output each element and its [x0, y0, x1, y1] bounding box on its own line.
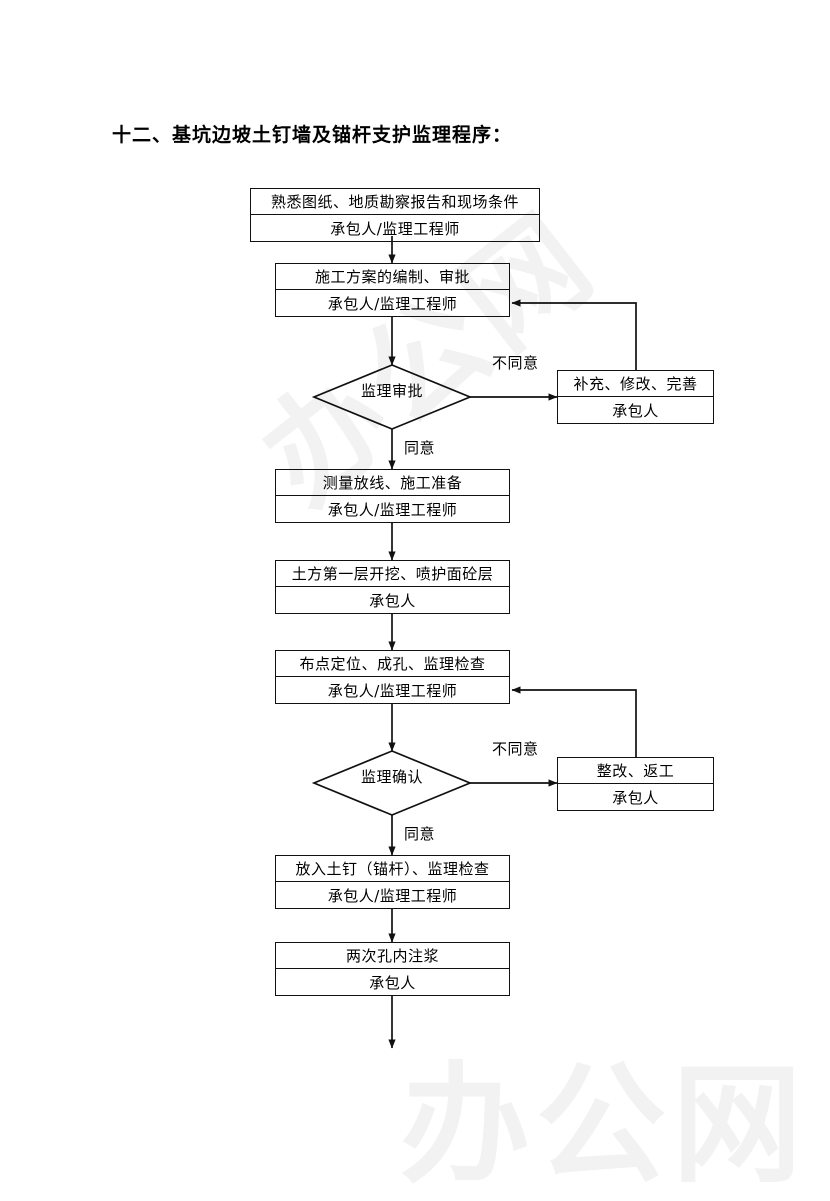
flow-node-n1[interactable]: 熟悉图纸、地质勘察报告和现场条件 承包人/监理工程师 — [250, 188, 540, 242]
flow-node-responsible: 承包人/监理工程师 — [327, 500, 458, 519]
flow-node-responsible: 承包人/监理工程师 — [330, 219, 460, 238]
flow-node-n6[interactable]: 放入土钉（锚杆）、监理检查 承包人/监理工程师 — [275, 855, 510, 909]
decision-shape-d1 — [311, 364, 473, 430]
edge-label-d1-accept: 同意 — [404, 439, 436, 457]
flow-node-task: 补充、修改、完善 — [558, 371, 713, 397]
decision-shape-d2 — [311, 750, 473, 816]
flow-node-task: 布点定位、成孔、监理检查 — [276, 651, 509, 677]
flow-node-responsible: 承包人/监理工程师 — [327, 886, 458, 905]
flow-node-task: 整改、返工 — [558, 758, 713, 784]
flow-node-responsible: 承包人/监理工程师 — [327, 681, 458, 700]
flow-node-responsible: 承包人/监理工程师 — [327, 294, 458, 313]
edge-label-d2-reject: 不同意 — [492, 740, 539, 758]
flow-node-n3[interactable]: 测量放线、施工准备 承包人/监理工程师 — [275, 469, 510, 523]
flow-node-n7[interactable]: 两次孔内注浆 承包人 — [275, 942, 510, 996]
edge-label-d1-reject: 不同意 — [492, 354, 539, 372]
flowchart-connectors — [311, 236, 637, 1049]
edge-label-d2-accept: 同意 — [404, 825, 436, 843]
flow-node-d2[interactable]: 监理确认 — [314, 766, 470, 786]
flow-node-n2[interactable]: 施工方案的编制、审批 承包人/监理工程师 — [275, 263, 510, 317]
flow-node-task: 土方第一层开挖、喷护面砼层 — [276, 561, 509, 587]
flow-node-task: 测量放线、施工准备 — [276, 470, 509, 496]
page-title: 十二、基坑边坡土钉墙及锚杆支护监理程序： — [112, 124, 513, 146]
flow-node-s1[interactable]: 补充、修改、完善 承包人 — [557, 370, 714, 424]
edge-s2-n5-feedback — [511, 686, 637, 757]
edge-s1-n2-feedback — [511, 299, 637, 370]
flow-node-n5[interactable]: 布点定位、成孔、监理检查 承包人/监理工程师 — [275, 650, 510, 704]
flow-node-responsible: 承包人 — [369, 591, 416, 610]
document-page: 办公网 办公网 十二、基坑边坡土钉墙及锚杆支护监理程序： — [112, 124, 803, 1190]
flow-node-n4[interactable]: 土方第一层开挖、喷护面砼层 承包人 — [275, 560, 510, 614]
flow-node-task: 两次孔内注浆 — [276, 943, 509, 969]
flow-node-task: 施工方案的编制、审批 — [276, 264, 509, 290]
flow-node-task: 放入土钉（锚杆）、监理检查 — [276, 856, 509, 882]
flow-node-responsible: 承包人 — [369, 973, 416, 992]
decision-label: 监理确认 — [360, 768, 423, 786]
watermark-bottom: 办公网 — [400, 1049, 809, 1201]
flow-node-s2[interactable]: 整改、返工 承包人 — [557, 757, 714, 811]
flow-node-responsible: 承包人 — [612, 401, 659, 420]
flow-node-d1[interactable]: 监理审批 — [314, 380, 470, 400]
decision-label: 监理审批 — [360, 382, 423, 400]
flow-node-task: 熟悉图纸、地质勘察报告和现场条件 — [251, 189, 539, 215]
flow-node-responsible: 承包人 — [612, 788, 659, 807]
